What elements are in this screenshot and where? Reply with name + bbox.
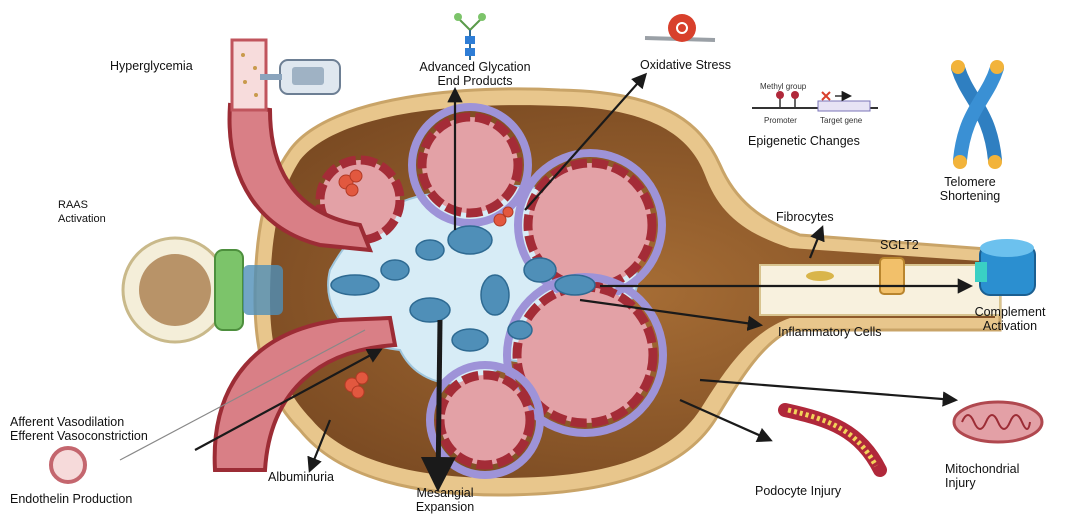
label-telomere-line1: Telomere [920, 175, 1020, 189]
label-mesangial: Mesangial Expansion [400, 486, 490, 514]
label-promoter: Promoter [764, 114, 797, 128]
label-raas: RAAS Activation [58, 198, 106, 226]
label-age-line1: Advanced Glycation [400, 60, 550, 74]
arrow-mesangial [438, 320, 440, 485]
label-podocyte: Podocyte Injury [755, 484, 841, 498]
label-telomere: Telomere Shortening [920, 175, 1020, 203]
label-sglt2: SGLT2 [880, 238, 919, 252]
label-mesangial-line1: Mesangial [400, 486, 490, 500]
glucometer-icon [260, 60, 340, 94]
label-hyperglycemia: Hyperglycemia [110, 59, 193, 73]
label-mesangial-line2: Expansion [400, 500, 490, 514]
label-efferent: Efferent Vasoconstriction [10, 429, 148, 443]
label-raas-line1: RAAS [58, 198, 106, 212]
oxygen-molecule-icon [645, 14, 715, 42]
label-afferent: Afferent Vasodilation [10, 415, 148, 429]
label-epigenetic: Epigenetic Changes [748, 134, 860, 148]
label-complement-line1: Complement [955, 305, 1065, 319]
label-mitochondrial: Mitochondrial Injury [945, 462, 1019, 490]
fibrocyte-cell [806, 271, 834, 281]
arrow-mitochondrial [700, 380, 955, 400]
label-complement-line2: Activation [955, 319, 1065, 333]
mitochondrion-icon [954, 402, 1042, 442]
chromosome-icon [951, 60, 1004, 169]
vessel-cross-section-icon [51, 448, 85, 482]
label-mitochondrial-line1: Mitochondrial [945, 462, 1019, 476]
age-molecule-icon [454, 13, 486, 60]
label-oxidative-stress: Oxidative Stress [640, 58, 731, 72]
label-target-gene: Target gene [820, 114, 862, 128]
label-methyl-group: Methyl group [760, 80, 806, 94]
label-complement: Complement Activation [955, 305, 1065, 333]
epigenetic-icon [752, 91, 878, 111]
complement-icon [975, 239, 1035, 295]
label-mitochondrial-line2: Injury [945, 476, 1019, 490]
sglt2-transporter [880, 258, 904, 294]
label-endothelin: Endothelin Production [10, 492, 132, 506]
label-vasomotor: Afferent Vasodilation Efferent Vasoconst… [10, 415, 148, 443]
label-inflammatory: Inflammatory Cells [778, 325, 882, 339]
damaged-vessel-icon [785, 410, 880, 470]
label-fibrocytes: Fibrocytes [776, 210, 834, 224]
label-telomere-line2: Shortening [920, 189, 1020, 203]
label-raas-line2: Activation [58, 212, 106, 226]
label-age-line2: End Products [400, 74, 550, 88]
label-age: Advanced Glycation End Products [400, 60, 550, 88]
label-albuminuria: Albuminuria [268, 470, 334, 484]
